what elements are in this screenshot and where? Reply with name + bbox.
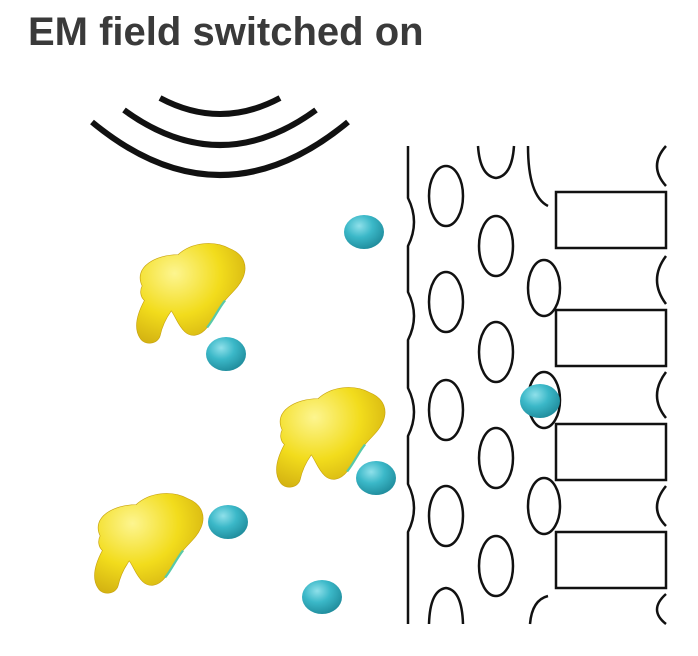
membrane-cell <box>427 484 465 548</box>
membrane-cell <box>476 145 516 180</box>
em-wave-icon <box>90 95 350 178</box>
ion-sphere <box>302 580 342 614</box>
membrane-cell <box>477 534 515 598</box>
membrane-cell <box>427 378 465 442</box>
ion-sphere <box>356 461 396 495</box>
membrane-cell <box>526 145 549 208</box>
membrane-channel <box>554 422 668 482</box>
membrane-cell <box>427 164 465 228</box>
ion-sphere <box>208 505 248 539</box>
em-wave-arc-inner <box>158 95 282 117</box>
membrane-cell <box>526 258 562 318</box>
ion-sphere <box>206 337 246 371</box>
membrane-edge <box>655 145 668 625</box>
membrane-channel <box>554 308 668 368</box>
membrane-cell <box>477 426 515 490</box>
enzyme-blob <box>94 492 204 594</box>
membrane-channel <box>554 530 668 590</box>
membrane-cell <box>477 214 515 278</box>
ion-sphere <box>344 215 384 249</box>
membrane-cell <box>528 594 549 625</box>
membrane-cell <box>477 320 515 384</box>
membrane-cell <box>526 476 562 536</box>
ion-sphere <box>520 384 560 418</box>
membrane-cell <box>427 586 465 625</box>
em-wave-arc-outer <box>90 119 350 178</box>
membrane-channel <box>554 190 668 250</box>
diagram-title: EM field switched on <box>28 10 424 54</box>
enzyme-blob <box>276 386 386 488</box>
membrane-cell <box>427 270 465 334</box>
enzyme-blob <box>136 242 246 344</box>
membrane-boundary <box>406 146 416 624</box>
em-wave-arc-middle <box>122 107 318 148</box>
